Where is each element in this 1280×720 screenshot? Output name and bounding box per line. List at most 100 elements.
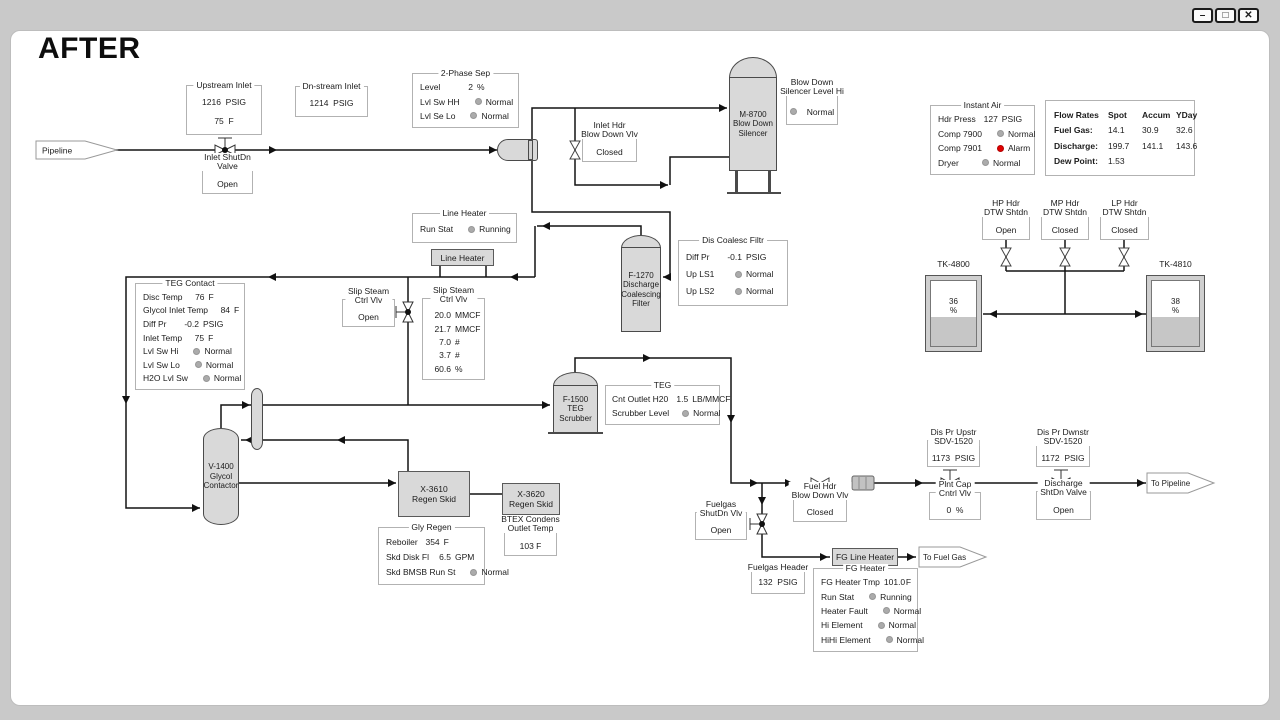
tank-label: TK-4800	[937, 259, 970, 269]
panel-title: Plnt Cap Cntrl Vlv	[935, 480, 975, 498]
row-unit: F	[234, 305, 240, 316]
row-label: Heater Fault	[821, 605, 868, 616]
control-fuelgas-shutdn-valve[interactable]: Fuelgas ShutDn Vlv Open	[695, 500, 747, 540]
col-header: YDay	[1176, 109, 1198, 120]
control-lp-hdr-dtw-shtdn[interactable]: LP Hdr DTW Shtdn Closed	[1099, 199, 1150, 240]
control-plnt-cap-valve[interactable]: Plnt Cap Cntrl Vlv 0 %	[929, 480, 981, 520]
panel-title: Fuelgas Header	[744, 563, 812, 572]
control-hp-hdr-dtw-shtdn[interactable]: HP Hdr DTW Shtdn Open	[981, 199, 1031, 240]
status-led-icon	[470, 112, 478, 120]
row-status: Normal	[888, 620, 916, 631]
valve-state: Closed	[1111, 224, 1138, 235]
panel-title: BTEX Condens Outlet Temp	[498, 515, 563, 533]
row-label: Hdr Press	[938, 114, 976, 125]
control-fuel-hdr-blowdown-valve[interactable]: Fuel Hdr Blow Down Vlv Closed	[788, 482, 852, 522]
row-unit: PSIG	[746, 252, 767, 262]
row-unit: PSIG	[1001, 114, 1023, 125]
status-led-icon	[470, 568, 478, 576]
to-fuel-gas-banner: To Fuel Gas	[918, 546, 988, 568]
to-pipeline-banner: To Pipeline	[1146, 472, 1216, 494]
close-button[interactable]: ✕	[1238, 8, 1259, 23]
minimize-button[interactable]: –	[1192, 8, 1213, 23]
row-unit: F	[208, 332, 214, 343]
readout-value: 1172 PSIG	[1041, 452, 1085, 463]
status-led-icon	[882, 607, 890, 615]
row-unit: LB/MMCF	[692, 394, 731, 404]
panel-title: 2-Phase Sep	[437, 69, 494, 78]
status-led-icon	[202, 374, 210, 382]
control-slip-steam-valve[interactable]: Slip Steam Ctrl Vlv Open	[342, 287, 395, 327]
separator-end-flange	[528, 140, 533, 160]
row-label: Hi Element	[821, 620, 863, 631]
row-status: Normal	[993, 157, 1021, 168]
row-status: Normal	[481, 567, 509, 577]
row-value: 76	[195, 291, 205, 302]
control-discharge-shtdn-valve[interactable]: Discharge ShtDn Valve Open	[1036, 479, 1091, 520]
valve-state: Closed	[1051, 224, 1079, 235]
control-mp-hdr-dtw-shtdn[interactable]: MP Hdr DTW Shtdn Closed	[1040, 199, 1090, 240]
control-inlet-hdr-blowdown-valve[interactable]: Inlet Hdr Blow Down Vlv Closed	[578, 121, 641, 162]
cell: 143.6	[1176, 140, 1198, 151]
valve-state: Open	[217, 178, 238, 189]
panel-title: Dis Coalesc Filtr	[699, 236, 767, 245]
row-value	[867, 621, 885, 629]
row-status: Normal	[205, 359, 234, 370]
control-inlet-shutdn-valve[interactable]: Inlet ShutDn Valve Open	[201, 153, 254, 194]
valve-state: Open	[995, 224, 1017, 235]
valve-state: Closed	[806, 507, 834, 517]
svg-text:To Fuel Gas: To Fuel Gas	[923, 553, 966, 562]
row-status: Normal	[204, 346, 232, 357]
row-label: Up LS2	[686, 286, 715, 296]
panel-row: 60.6%	[427, 364, 480, 374]
row-unit: F	[905, 577, 912, 588]
valve-state: 0 %	[946, 505, 964, 515]
readout-dis-pr-dwnstr: Dis Pr Dwnstr SDV-1520 1172 PSIG	[1034, 428, 1092, 467]
discharge-coalescing-filter-vessel: F-1270 Discharge Coalescing Filter	[621, 247, 661, 332]
row-value: -0.1	[727, 252, 742, 262]
row-value	[875, 636, 893, 644]
readout-value: 1216 PSIG	[202, 97, 246, 108]
row-value	[459, 568, 478, 576]
row-label: FG Heater Tmp	[821, 577, 880, 588]
readout-value: 132 PSIG	[758, 577, 798, 587]
row-value	[858, 593, 877, 601]
row-label: Disc Temp	[143, 291, 183, 302]
silencer-base	[727, 192, 781, 194]
row-label: Lvl Sw HH	[420, 96, 460, 107]
row-value: 1.5	[676, 394, 689, 404]
panel-title: Inlet Hdr Blow Down Vlv	[578, 121, 641, 139]
row-value	[464, 98, 482, 105]
readout-upstream-inlet: Upstream Inlet 1216 PSIG 75 F	[186, 81, 262, 135]
row-value	[789, 108, 797, 115]
panel-row: 7.0#	[427, 337, 480, 347]
row-status: Running	[479, 224, 511, 234]
panel-title: TEG	[650, 381, 675, 390]
row-status: Normal	[1007, 128, 1036, 139]
cell: 30.9	[1142, 125, 1159, 136]
row-unit: MMCF	[455, 323, 481, 334]
row-label: Lvl Se Lo	[420, 110, 456, 121]
row-label: Lvl Sw Lo	[143, 359, 180, 370]
maximize-button[interactable]: □	[1215, 8, 1236, 23]
panel-row: 3.7#	[427, 350, 480, 360]
row-label: Discharge:	[1054, 140, 1098, 151]
panel-row: Normal	[789, 107, 834, 117]
readout-dis-pr-upstr: Dis Pr Upstr SDV-1520 1173 PSIG	[927, 428, 980, 467]
page-title: AFTER	[38, 32, 141, 65]
row-label: Dew Point:	[1054, 156, 1098, 167]
